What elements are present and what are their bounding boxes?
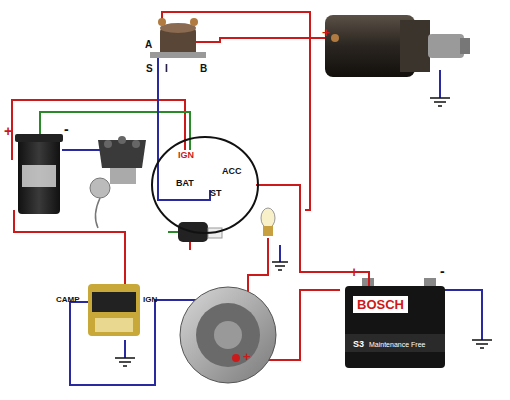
terminal-label: IGN	[178, 151, 194, 160]
battery-label: BOSCH	[353, 296, 408, 313]
distributor	[90, 136, 146, 228]
starter-solenoid	[150, 18, 206, 58]
battery-label: S3	[353, 340, 364, 349]
wires	[12, 12, 482, 385]
terminal-label: +	[322, 26, 330, 39]
terminal-label: -	[440, 264, 445, 278]
alternator	[180, 287, 276, 383]
terminal-label: +	[4, 124, 12, 138]
terminal-label: -	[64, 122, 69, 136]
terminal-label: +	[243, 350, 251, 363]
bat-wire	[256, 185, 369, 286]
terminal-label: S	[146, 64, 153, 74]
start-wire	[158, 58, 210, 200]
terminal-label: ST	[210, 189, 222, 198]
terminal-label: ACC	[222, 167, 242, 176]
lamp-wire	[248, 238, 268, 300]
terminal-label: +	[350, 265, 358, 279]
ignition-coil	[15, 134, 63, 214]
ground-cable	[440, 290, 482, 340]
terminal-label: A	[145, 40, 152, 50]
terminal-label: CAMP	[56, 296, 80, 304]
ignition-switch: IGN ACC BAT ST	[150, 135, 260, 235]
indicator-lamp	[261, 208, 275, 236]
battery: BOSCH S3 Maintenance Free	[345, 286, 445, 368]
terminal-label: B	[200, 64, 207, 74]
terminal-label: BAT	[176, 179, 194, 188]
starter-motor	[325, 15, 470, 77]
terminal-label: I	[165, 64, 168, 74]
motor-ground	[439, 70, 441, 98]
battery-label: Maintenance Free	[369, 341, 425, 348]
starter-cable	[196, 38, 330, 42]
lamp-ground	[279, 245, 281, 262]
coil-neg-wire	[62, 149, 100, 151]
terminal-label: IGN	[143, 296, 157, 304]
reg-ground	[124, 340, 126, 358]
voltage-regulator	[88, 284, 140, 336]
regulator-ign-wire	[14, 210, 125, 285]
battery-case	[362, 278, 436, 286]
switch-outline	[150, 135, 260, 235]
